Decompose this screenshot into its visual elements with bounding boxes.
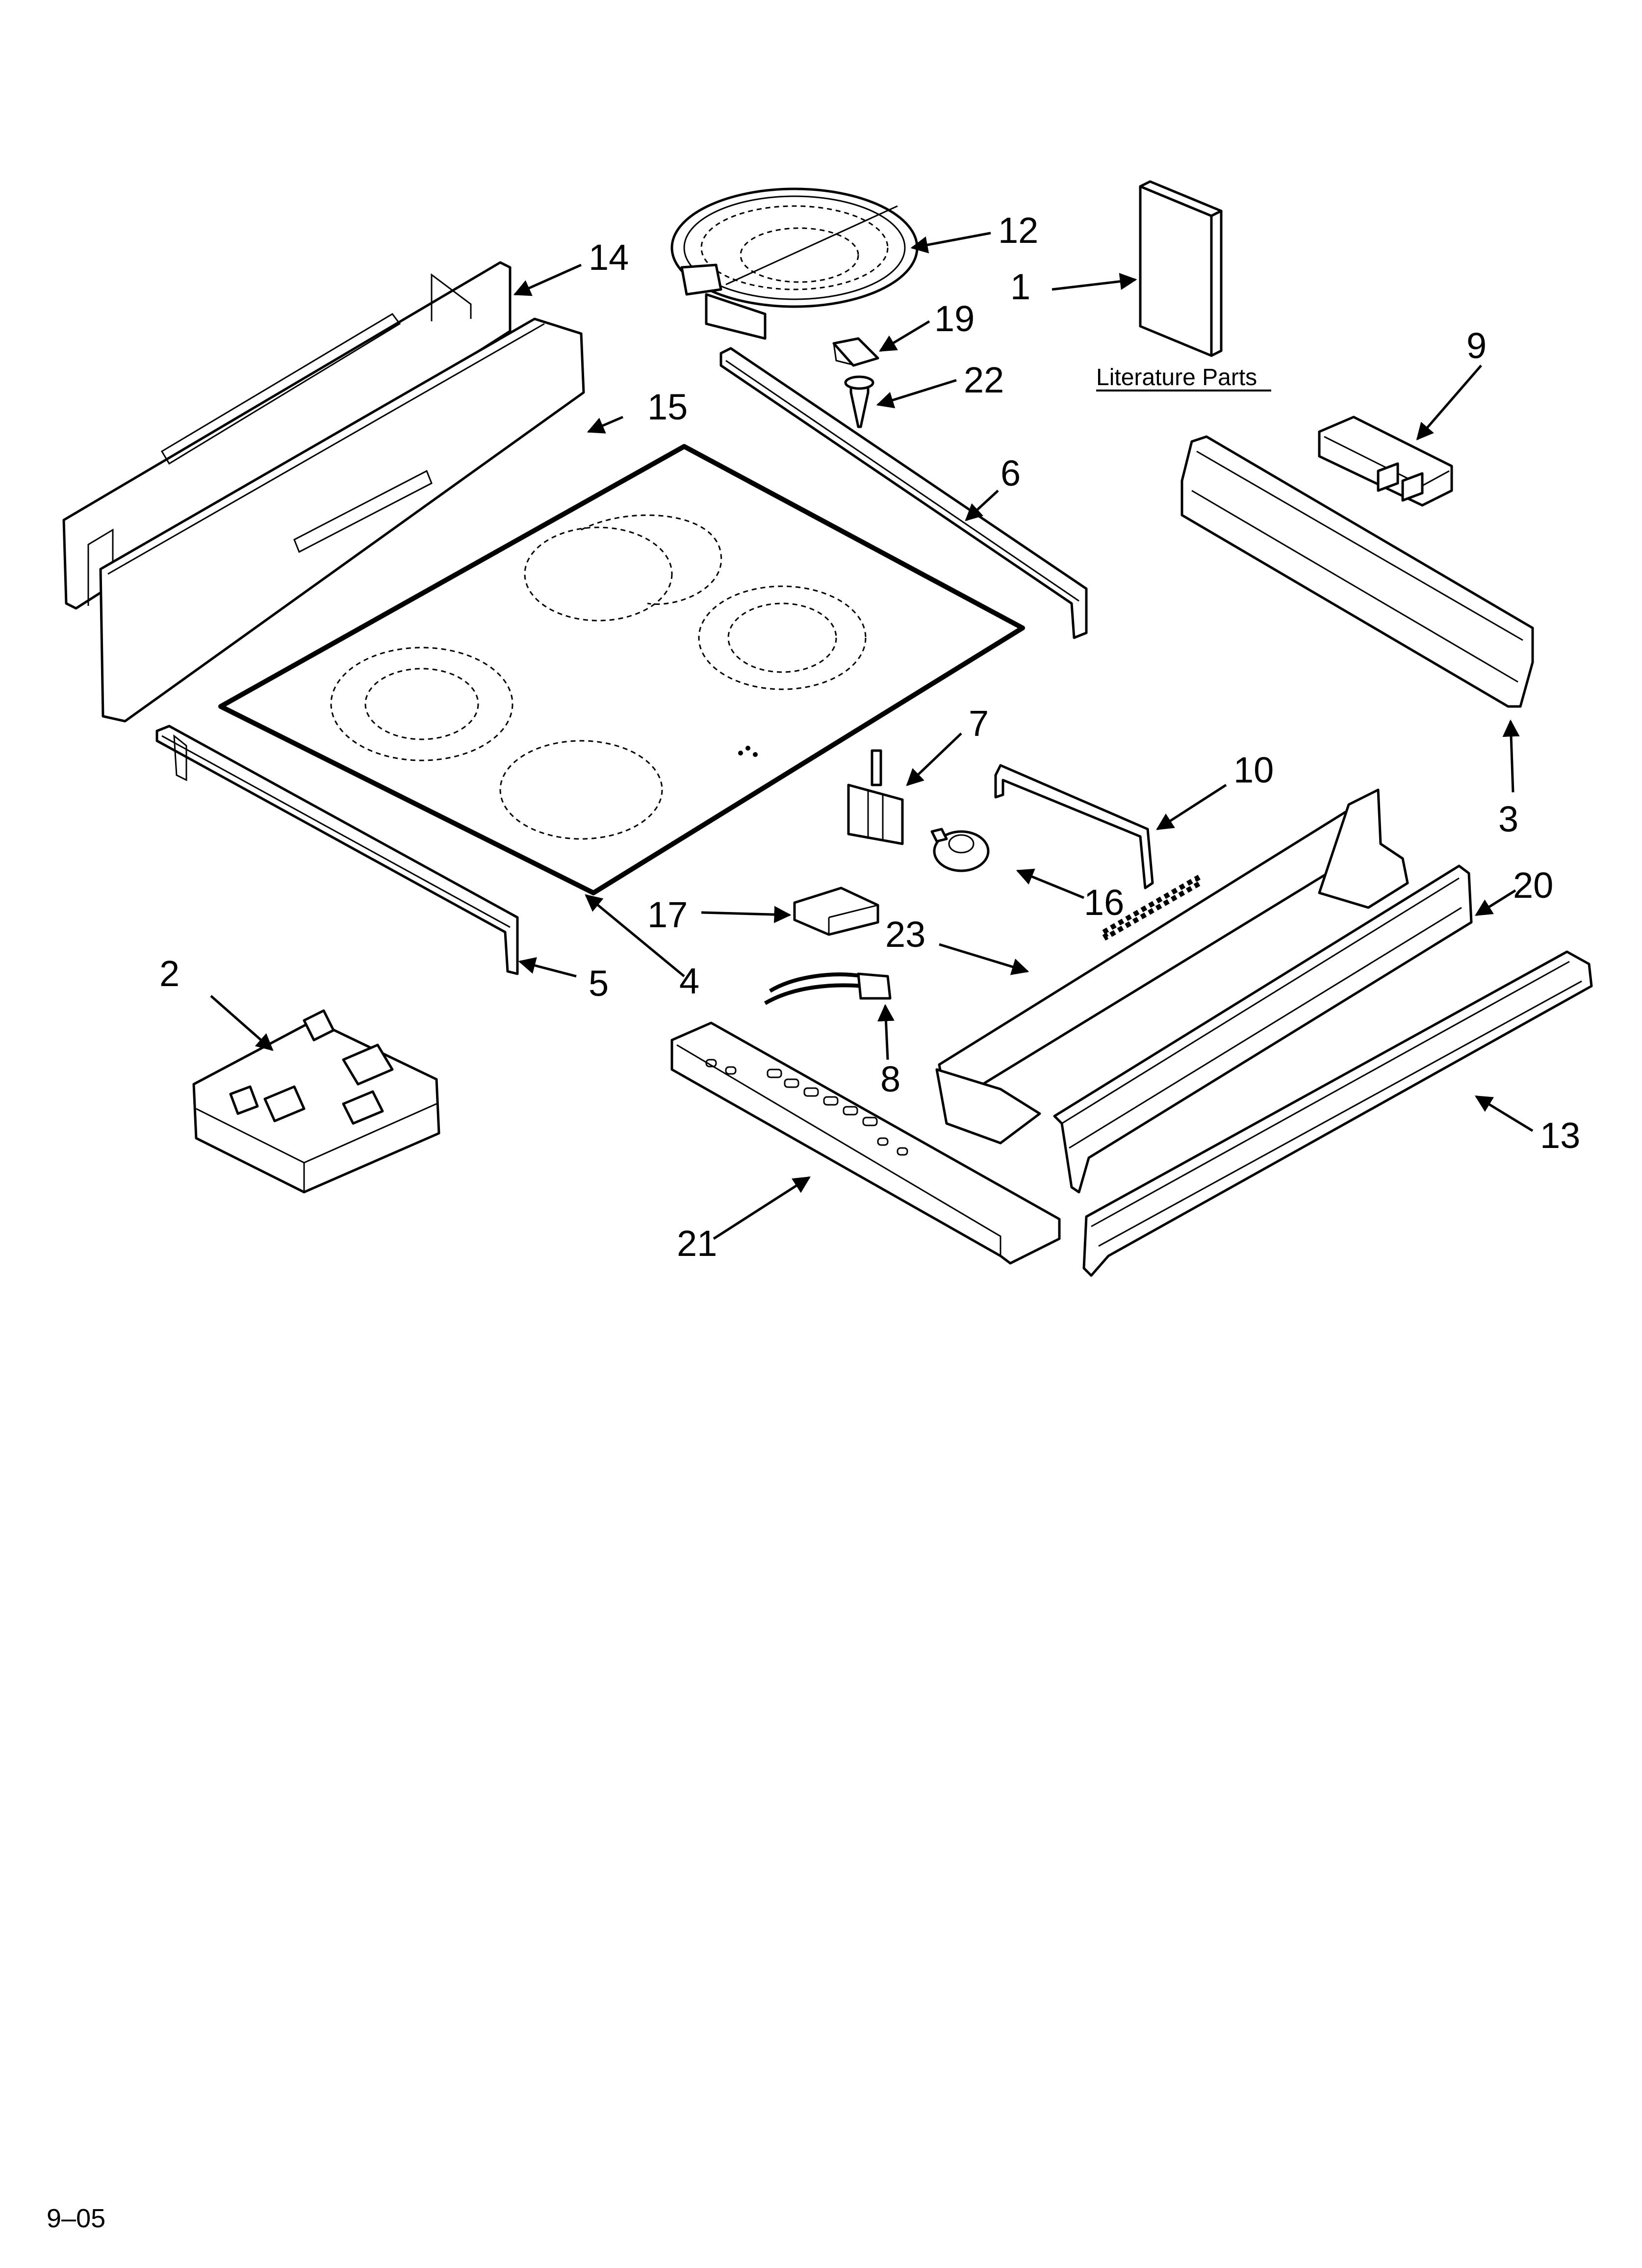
callout-16: 16 — [1084, 882, 1124, 923]
small-plate-part — [793, 886, 879, 936]
control-bracket-part — [670, 1021, 1061, 1265]
callout-23: 23 — [885, 914, 925, 955]
leader-lines — [210, 232, 1534, 1240]
rear-rail-part — [719, 347, 1088, 639]
vent-panel-part — [935, 788, 1409, 1145]
side-rail-part — [1180, 435, 1534, 708]
callout-10: 10 — [1233, 750, 1274, 790]
callout-12: 12 — [998, 210, 1038, 251]
callout-17: 17 — [647, 894, 688, 935]
callout-3: 3 — [1498, 799, 1518, 839]
callout-5: 5 — [589, 963, 609, 1004]
thermostat-part — [930, 828, 990, 872]
control-board-part — [192, 1009, 440, 1194]
callout-9: 9 — [1466, 325, 1487, 366]
switch-part — [847, 749, 904, 845]
callout-22: 22 — [964, 360, 1004, 400]
callout-21: 21 — [677, 1223, 717, 1264]
callout-14: 14 — [589, 237, 629, 278]
footer-code: 9–05 — [47, 2204, 105, 2233]
rear-panel-part — [62, 261, 512, 610]
callout-13: 13 — [1540, 1115, 1580, 1156]
callout-6: 6 — [1001, 453, 1021, 494]
callout-19: 19 — [934, 298, 975, 339]
front-trim-part — [155, 725, 519, 975]
control-panel-part — [99, 317, 585, 723]
cooktop-glass-part — [218, 444, 1025, 895]
callout-1: 1 — [1010, 266, 1030, 307]
callout-7: 7 — [969, 703, 989, 744]
vent-slots — [1100, 875, 1204, 941]
bracket-part — [1318, 416, 1453, 507]
literature-booklet-part — [1139, 180, 1223, 357]
callout-4: 4 — [679, 961, 699, 1001]
callout-20: 20 — [1513, 865, 1553, 906]
screw-part — [844, 375, 874, 428]
callout-2: 2 — [159, 953, 180, 994]
callouts: 14 15 12 1 19 22 6 9 3 7 10 16 17 23 8 2… — [159, 210, 1580, 1264]
clip-part — [832, 337, 879, 367]
bottom-rail-part — [1082, 950, 1593, 1277]
literature-label: Literature Parts — [1096, 365, 1271, 391]
wire-bracket-part — [994, 764, 1154, 889]
callout-8: 8 — [880, 1059, 900, 1099]
heating-element-part — [670, 187, 919, 340]
literature-label-text: Literature Parts — [1096, 365, 1257, 391]
sensor-part — [764, 972, 892, 1005]
lower-rail-part — [1053, 864, 1473, 1194]
callout-15: 15 — [647, 387, 688, 427]
